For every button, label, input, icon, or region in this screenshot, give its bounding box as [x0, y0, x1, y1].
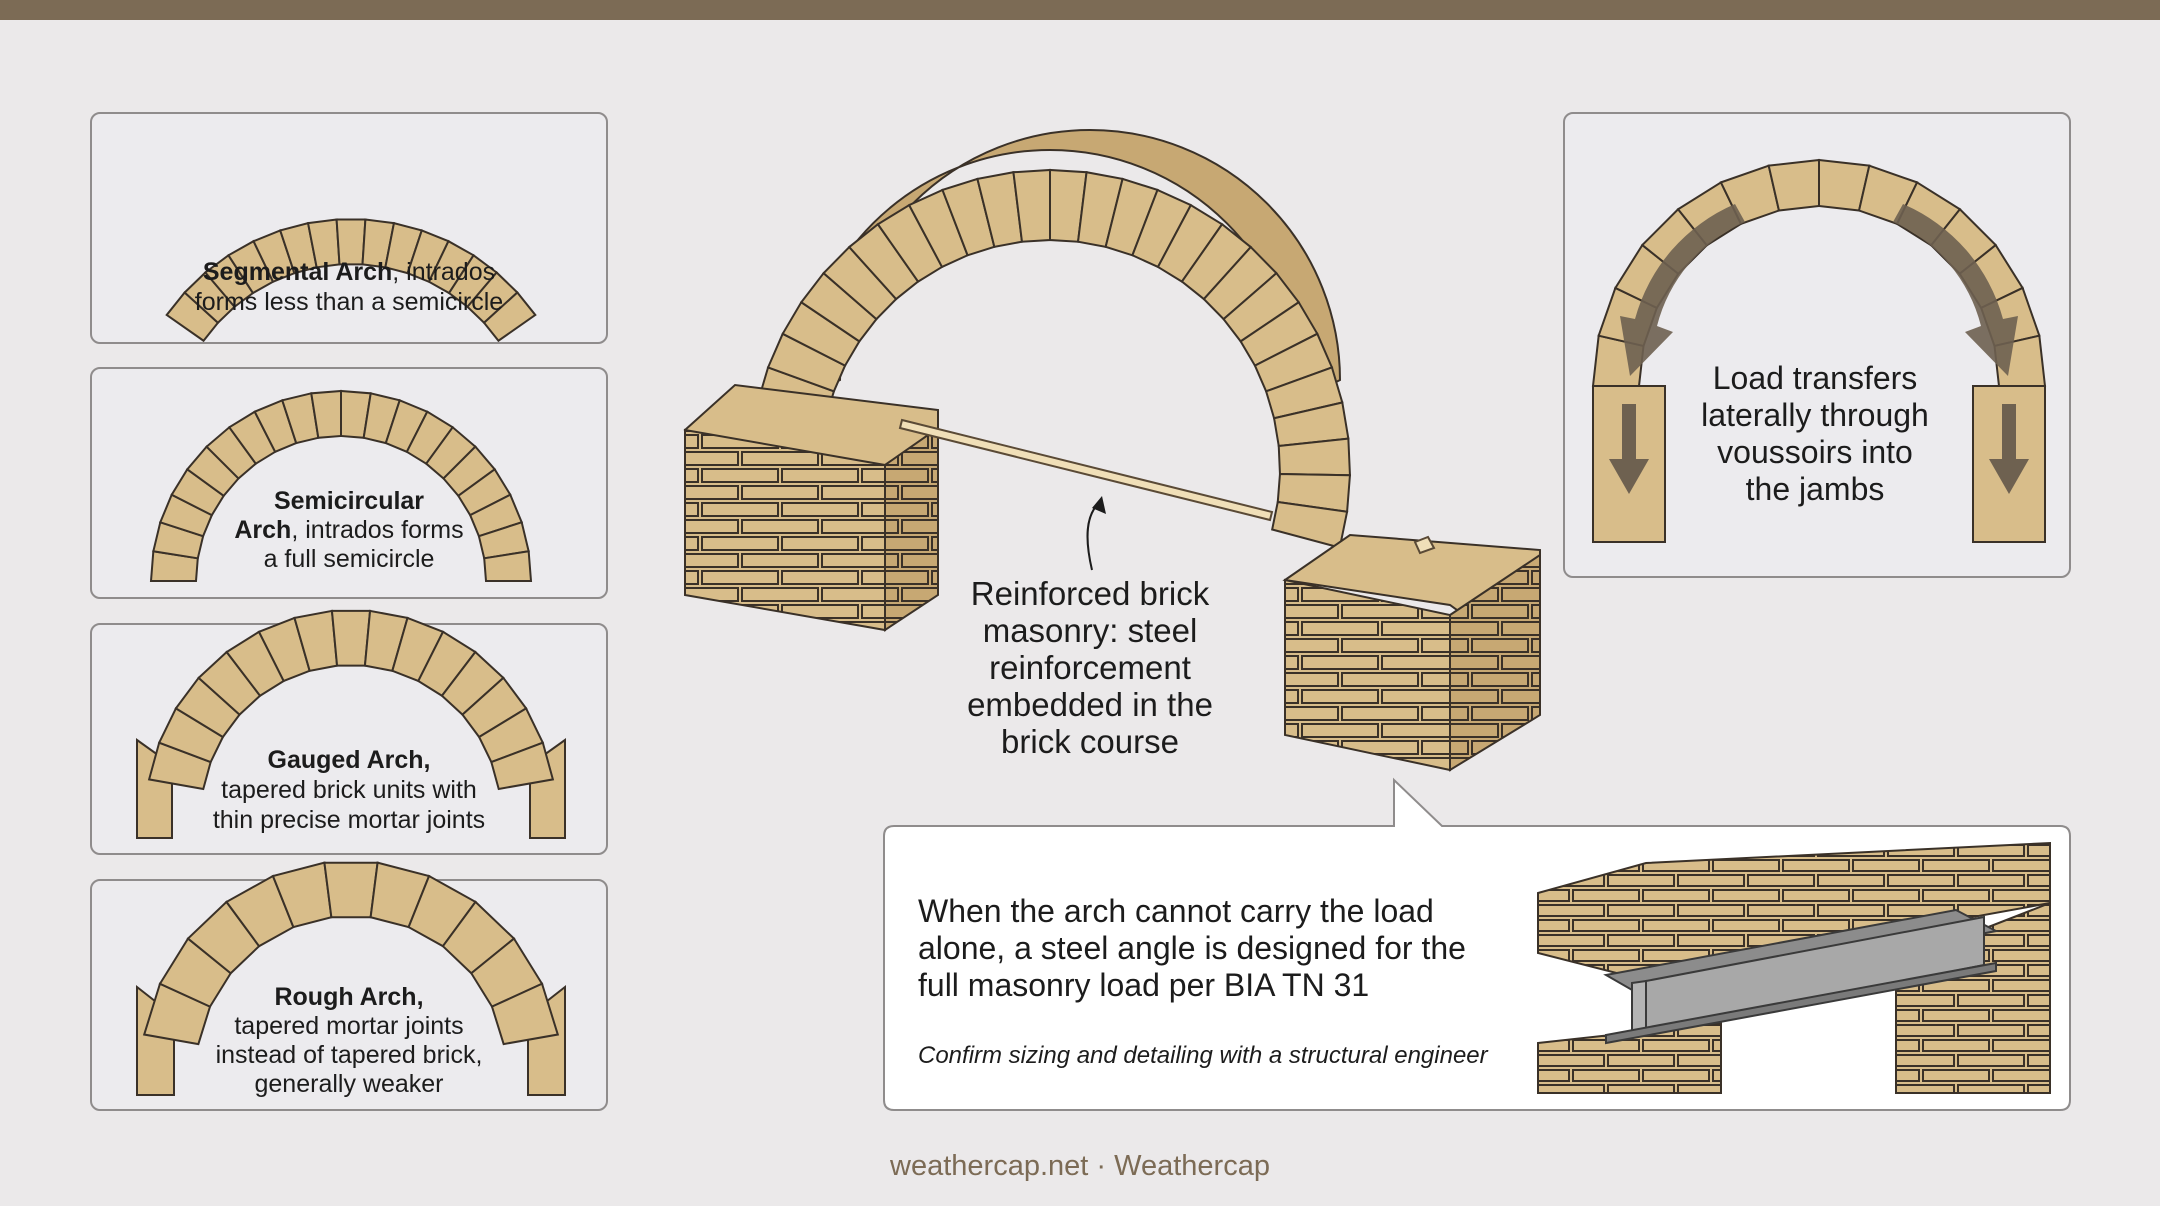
segmental-arch-card: Segmental Arch, intrados forms less than… [90, 112, 608, 344]
load-transfer-arch-illustration [1591, 158, 2047, 543]
load-transfer-text: Load transfers laterally through voussoi… [1701, 360, 1929, 507]
voussoir [490, 982, 560, 1046]
voussoir [1767, 158, 1820, 212]
steel-angle-icon [1603, 908, 1999, 1045]
load-transfer-card [1563, 112, 2071, 578]
engineer-disclaimer: Confirm sizing and detailing with a stru… [918, 1042, 1488, 1069]
gauged-arch-illustration [136, 609, 566, 839]
semicircular-arch-desc-2: a full semicircle [263, 545, 435, 573]
rough-arch-card: Rough Arch, tapered mortar joints instea… [90, 861, 608, 1111]
top-bar [0, 0, 2160, 20]
voussoir [482, 291, 537, 343]
reinforced-brick-arch-illustration [683, 129, 1541, 772]
gauged-arch-desc-2: thin precise mortar joints [212, 806, 486, 834]
segmental-arch-illustration [165, 218, 537, 343]
gauged-arch-desc-1: tapered brick units with [221, 776, 477, 804]
semicircular-arch-card: Semicircular Arch, intrados forms a full… [90, 367, 608, 599]
gauged-arch-name: Gauged Arch, [267, 746, 431, 774]
right-pier [1282, 533, 1541, 772]
rough-arch-desc-2: instead of tapered brick, [215, 1041, 483, 1069]
segmental-arch-desc-2: forms less than a semicircle [194, 288, 504, 316]
steel-angle-lintel-illustration [1536, 841, 2051, 1094]
reinforced-masonry-label: Reinforced brick masonry: steel reinforc… [967, 575, 1213, 760]
steel-angle-note: When the arch cannot carry the load alon… [918, 893, 1466, 1003]
semicircular-arch-illustration [149, 389, 533, 582]
rough-arch-illustration [136, 861, 566, 1096]
voussoir [330, 609, 372, 667]
gauged-arch-card: Gauged Arch, tapered brick units with th… [90, 609, 608, 855]
semicircular-arch-name-1: Semicircular [273, 487, 425, 515]
pointer-arrow-icon [1086, 496, 1106, 571]
rough-arch-desc-3: generally weaker [254, 1070, 444, 1098]
left-pier [683, 383, 939, 632]
segmental-arch-desc-1: , intrados [392, 258, 496, 286]
semicircular-arch-desc-1: , intrados forms [291, 516, 464, 544]
arch-load-arrow-icon [1609, 204, 2029, 494]
segmental-arch-name: Segmental Arch [202, 258, 393, 286]
voussoir [1277, 437, 1351, 477]
steel-reinforcement-rod [898, 418, 1436, 555]
rough-arch-name: Rough Arch, [274, 983, 424, 1011]
rough-arch-desc-1: tapered mortar joints [234, 1012, 464, 1040]
voussoir [483, 550, 533, 582]
footer-credit: weathercap.net · Weathercap [890, 1150, 1270, 1182]
voussoir [490, 741, 555, 791]
semicircular-arch-name-2: Arch [234, 516, 292, 544]
voussoir [323, 861, 379, 919]
